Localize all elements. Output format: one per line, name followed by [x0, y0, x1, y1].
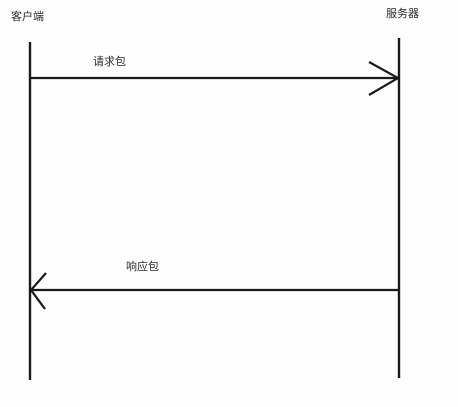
response-arrowhead: [29, 272, 47, 310]
response-arrow: [29, 272, 399, 310]
request-arrow: [30, 61, 401, 96]
client-label: 客户端: [11, 10, 44, 23]
request-label: 请求包: [93, 55, 126, 68]
response-label: 响应包: [126, 260, 159, 273]
request-arrowhead: [368, 61, 401, 96]
server-label: 服务器: [386, 7, 419, 20]
